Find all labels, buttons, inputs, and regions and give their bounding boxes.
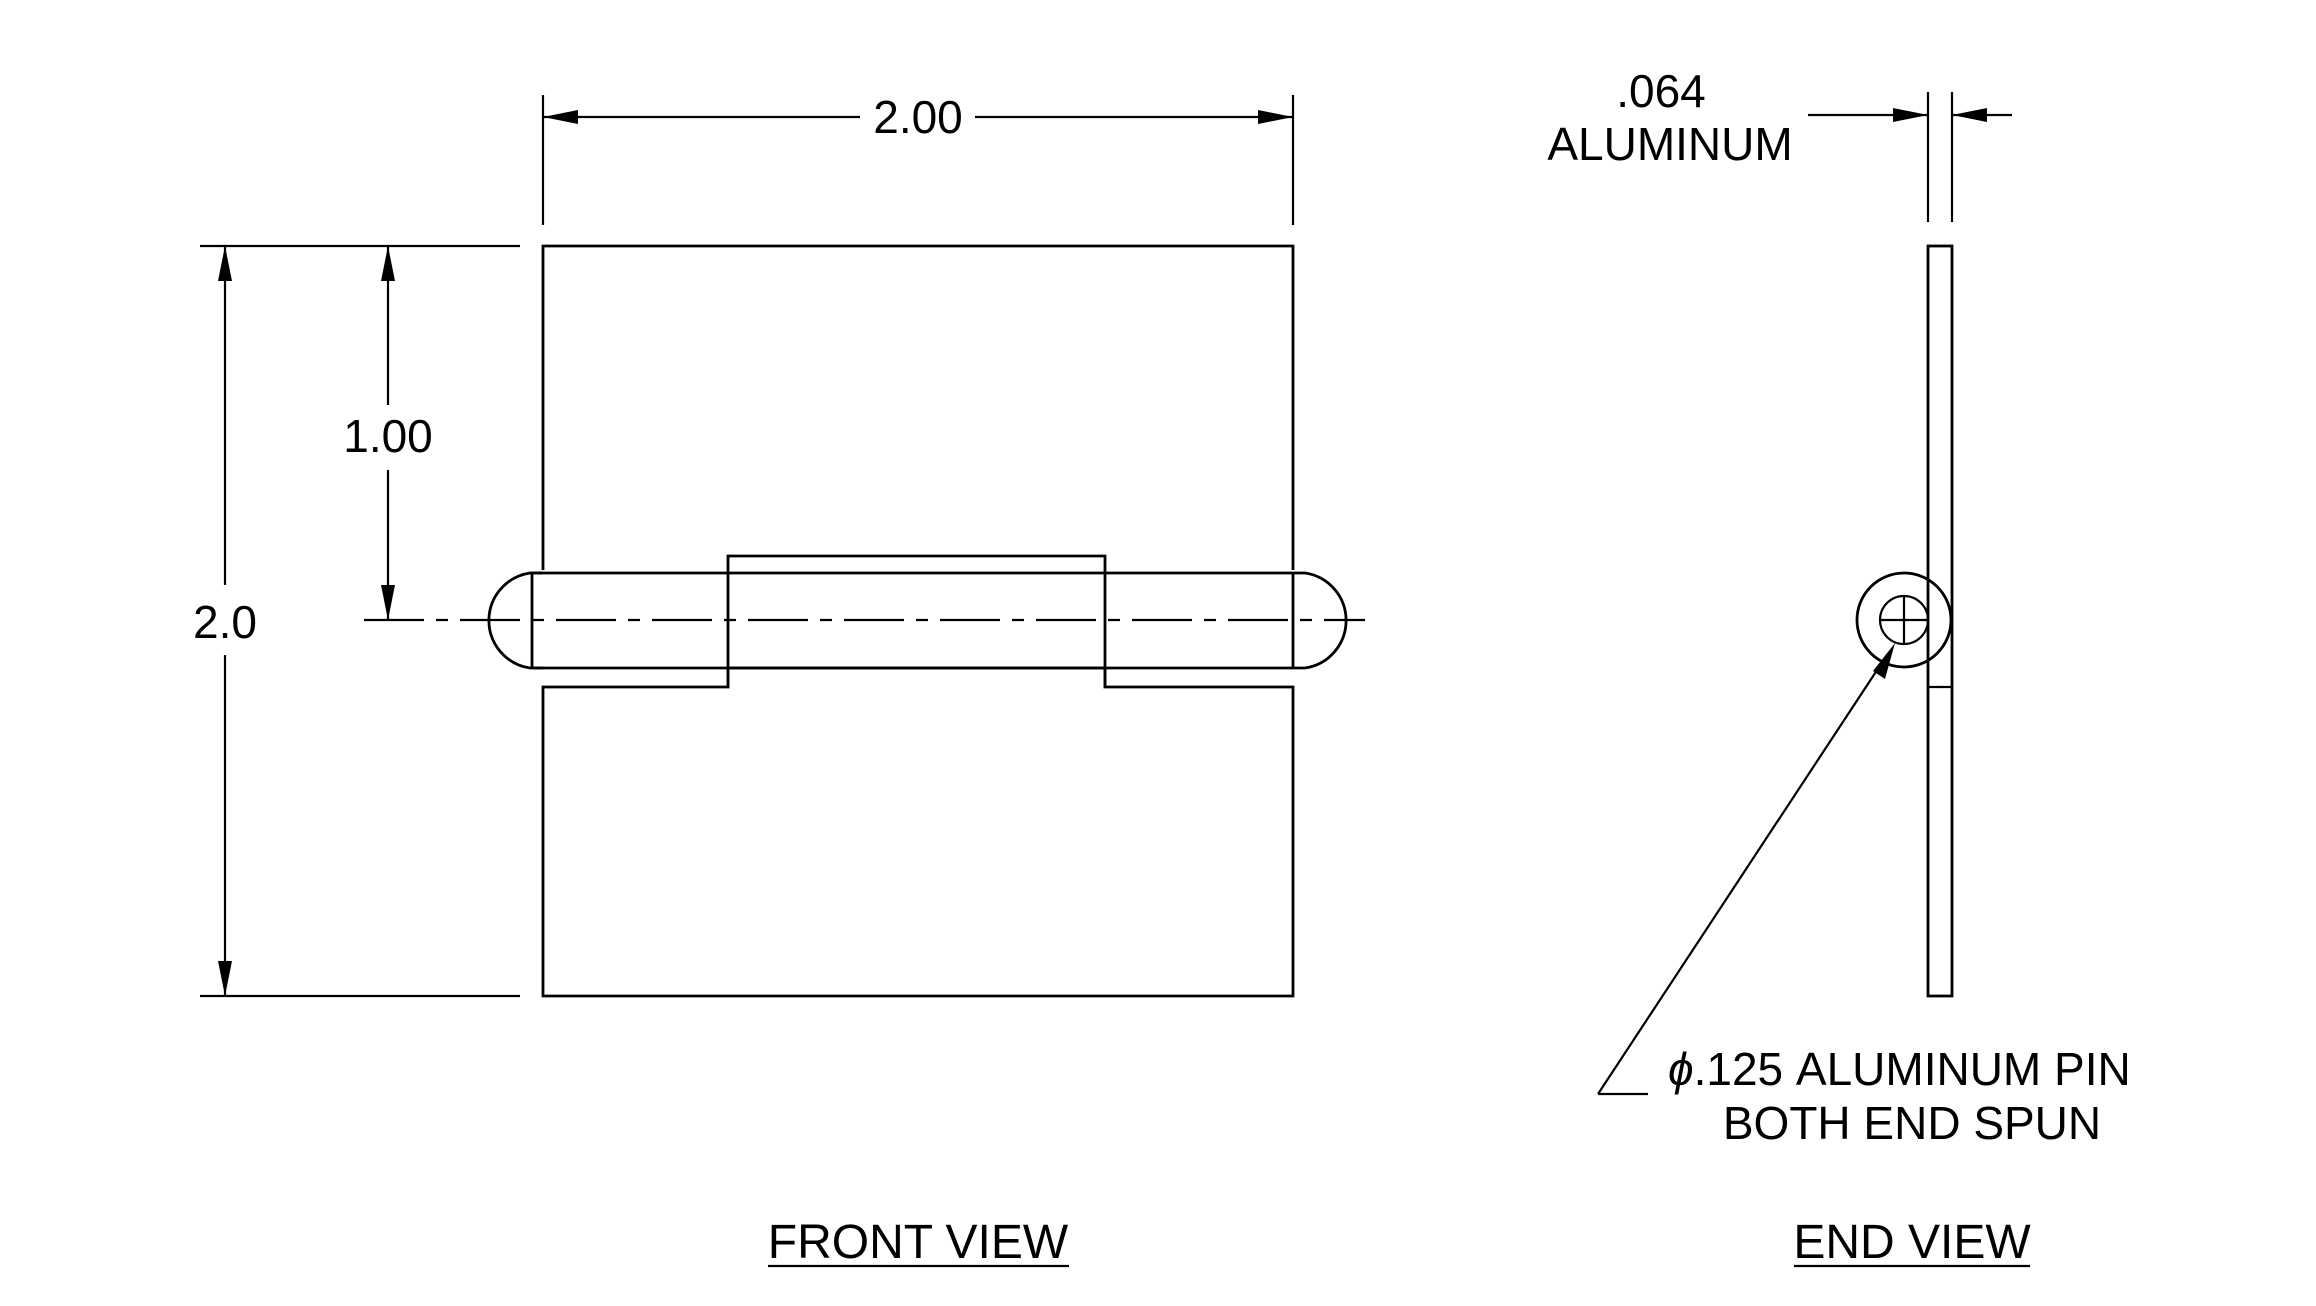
thickness-material: ALUMINUM xyxy=(1547,118,1792,170)
arrowhead xyxy=(218,246,232,281)
pin-note-line2: BOTH END SPUN xyxy=(1723,1097,2101,1149)
dim-width: 2.00 xyxy=(541,91,1295,225)
end-view: .064 ALUMINUM ϕ.125 ALUMINUM PIN BOTH EN… xyxy=(1547,65,2130,1269)
diameter-symbol: ϕ xyxy=(1668,1043,1694,1095)
arrowhead xyxy=(381,246,395,281)
dim-width-label: 2.00 xyxy=(873,91,963,143)
dim-height-label: 2.0 xyxy=(193,596,257,648)
pin-note-text: .125 ALUMINUM PIN xyxy=(1694,1043,2131,1095)
top-leaf-outline xyxy=(541,244,1295,570)
arrowhead xyxy=(1893,108,1928,122)
arrowhead xyxy=(1873,643,1895,679)
pin-barrel xyxy=(532,571,1293,670)
dim-thickness: .064 ALUMINUM xyxy=(1547,65,2012,222)
front-view-caption: FRONT VIEW xyxy=(768,1216,1069,1269)
knuckle-circle xyxy=(1855,571,1953,669)
dim-height: 2.0 xyxy=(193,244,520,998)
arrowhead xyxy=(381,585,395,620)
arrowhead xyxy=(1952,108,1987,122)
front-view: 2.00 2.0 1.00 FRONT VIEW xyxy=(193,91,1365,1269)
dim-pin-offset: 1.00 xyxy=(343,246,433,620)
leaf-edge xyxy=(1926,244,1954,998)
pin-note-line1: ϕ.125 ALUMINUM PIN xyxy=(1668,1043,2131,1095)
pin-leader xyxy=(1597,643,1895,1096)
thickness-value: .064 xyxy=(1616,65,1706,117)
end-view-caption: END VIEW xyxy=(1793,1216,2031,1269)
dim-pin-offset-label: 1.00 xyxy=(343,410,433,462)
arrowhead xyxy=(218,961,232,996)
arrowhead xyxy=(543,110,578,124)
center-knuckle xyxy=(726,554,1107,687)
arrowhead xyxy=(1258,110,1293,124)
bottom-leaf-outline xyxy=(541,666,1295,998)
